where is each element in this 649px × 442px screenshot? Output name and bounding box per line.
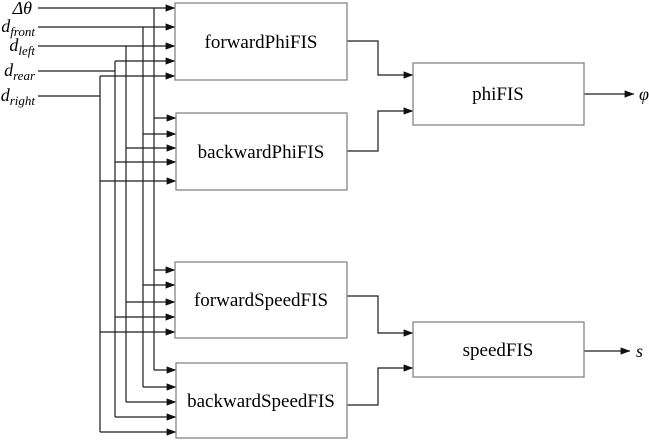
input-label-delta-theta: Δθ [12, 0, 33, 18]
block-backwardphifis-label: backwardPhiFIS [198, 142, 325, 163]
block-speedfis-label: speedFIS [463, 340, 534, 361]
block-forwardphifis [174, 2, 348, 81]
block-backwardspeedfis-label: backwardSpeedFIS [187, 391, 335, 412]
wire-backwardspeedfis-to-speedfis [347, 364, 414, 406]
block-backwardphifis [175, 112, 348, 191]
output-labels: φ s [636, 84, 649, 361]
output-label-phi: φ [639, 84, 649, 104]
input-label-d-rear: drear [4, 60, 36, 83]
block-phifis [412, 62, 585, 126]
block-backwardspeedfis [175, 362, 348, 439]
block-forwardspeedfis-label: forwardSpeedFIS [194, 290, 328, 311]
block-phifis-label: phiFIS [472, 84, 524, 105]
wires [38, 4, 635, 436]
blocks: forwardPhiFIS backwardPhiFIS phiFIS forw… [174, 2, 585, 439]
input-label-d-right: dright [1, 85, 36, 108]
block-forwardspeedfis [174, 261, 348, 339]
input-labels: Δθ dfront dleft drear dright [1, 0, 36, 108]
block-speedfis [412, 321, 585, 378]
wire-backwardphifis-to-phifis [347, 107, 414, 152]
output-label-s: s [636, 341, 643, 361]
block-forwardphifis-label: forwardPhiFIS [205, 32, 318, 53]
wire-forwardphifis-to-phifis [347, 40, 414, 79]
input-label-d-front: dfront [1, 16, 35, 39]
input-label-d-left: dleft [9, 35, 35, 58]
wire-forwardspeedfis-to-speedfis [347, 295, 414, 337]
